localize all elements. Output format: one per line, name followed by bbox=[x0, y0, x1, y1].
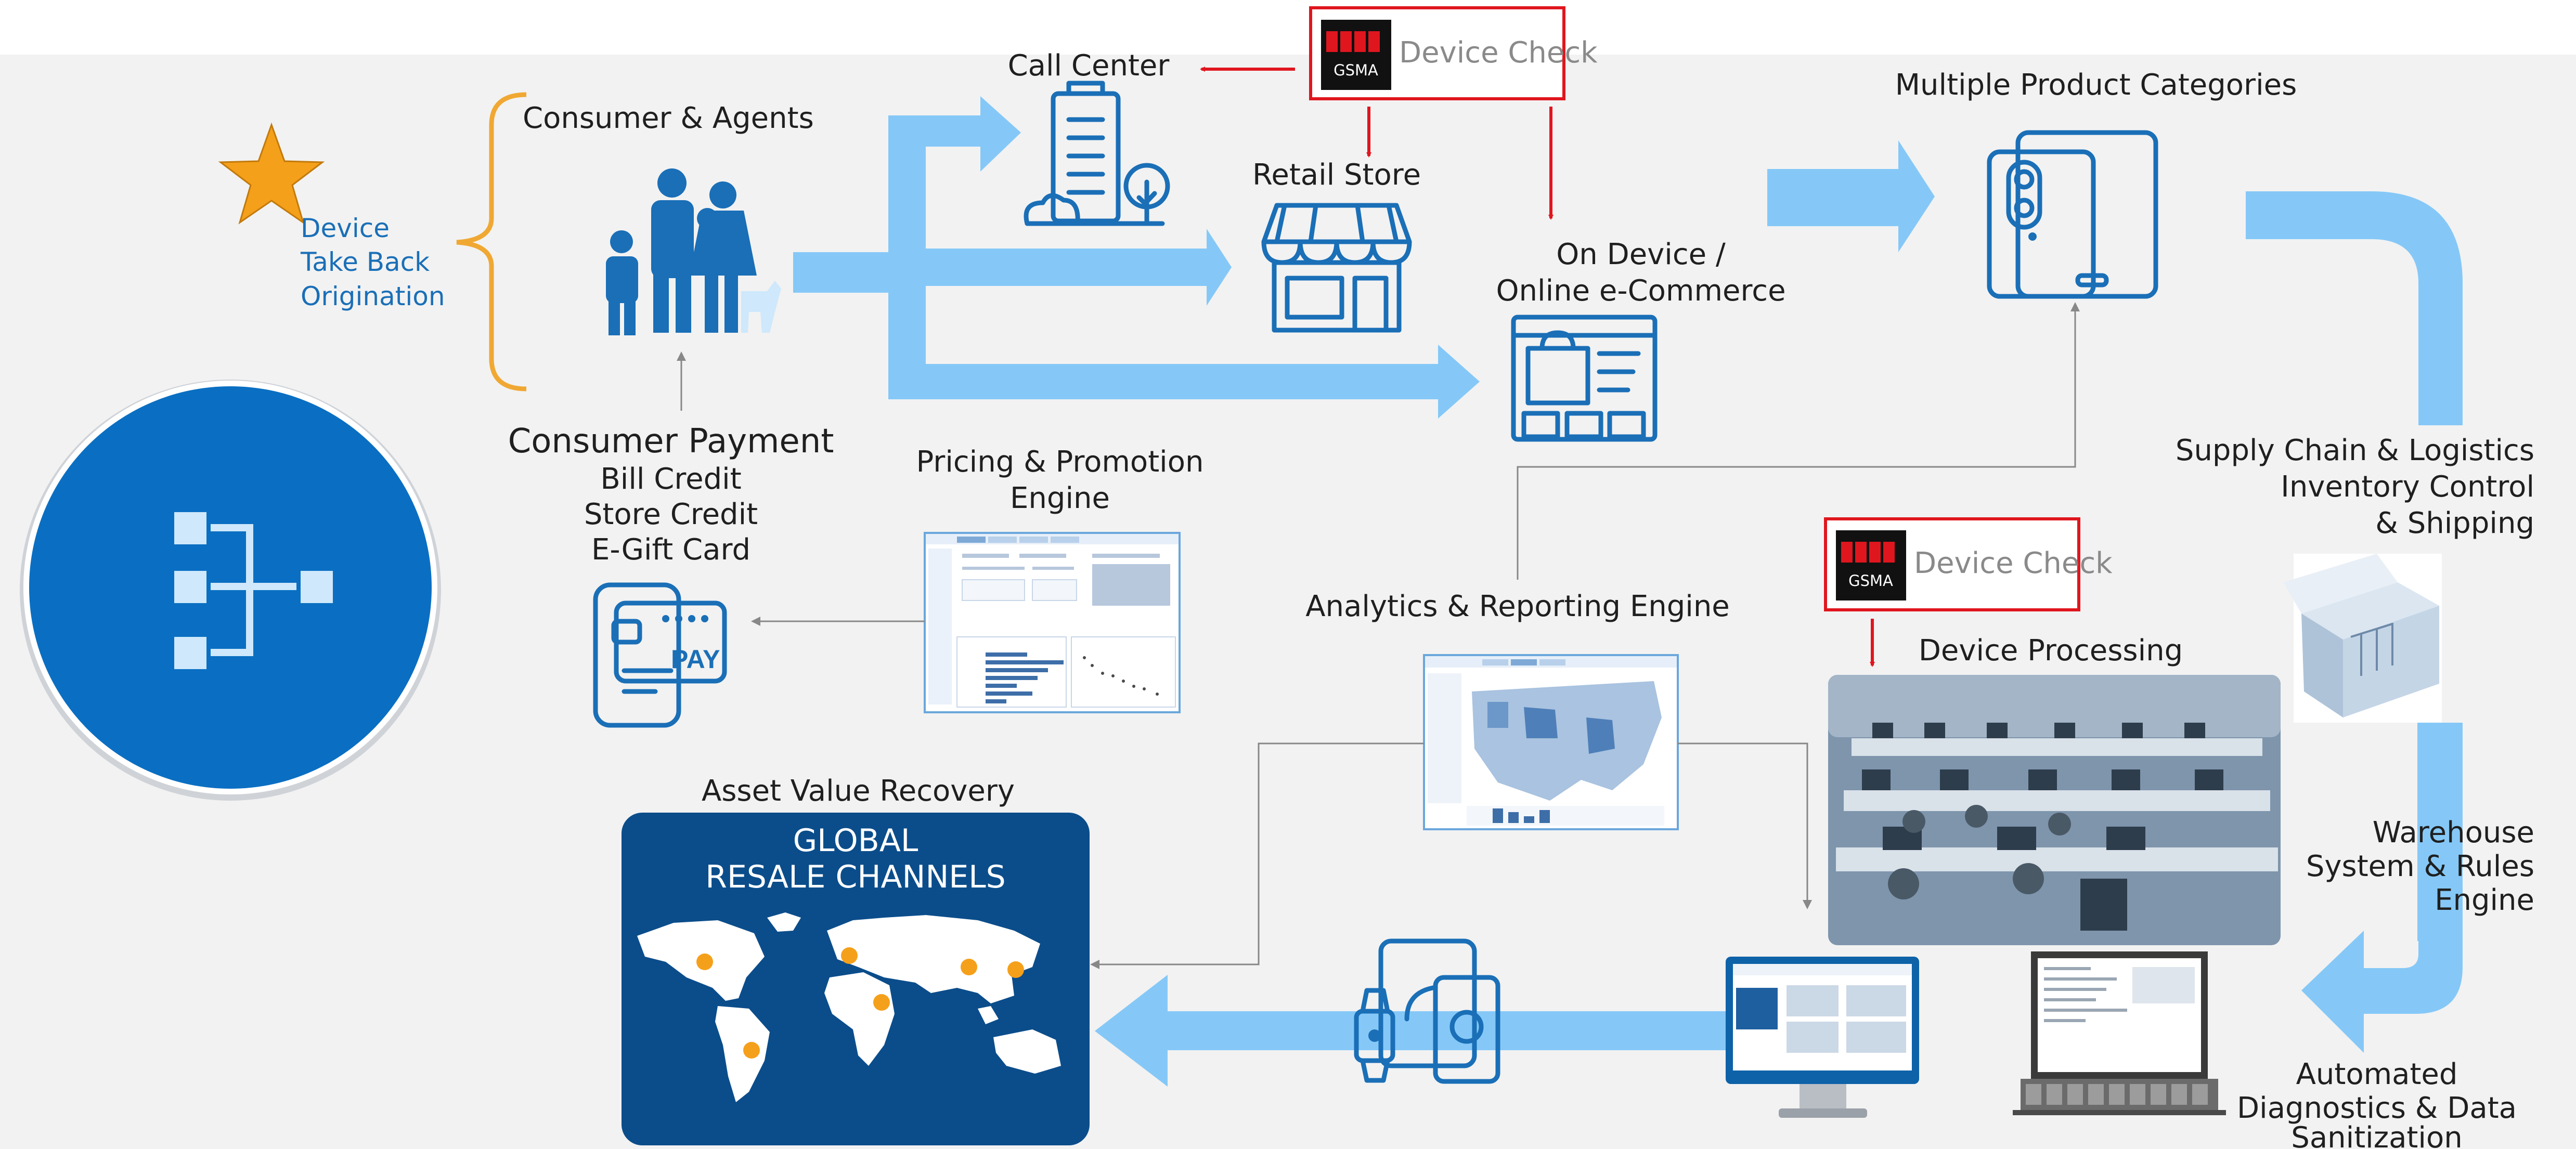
payment-line-3: E-Gift Card bbox=[591, 533, 750, 567]
origination-line-3: Origination bbox=[301, 281, 445, 311]
call-center-label: Call Center bbox=[1008, 49, 1170, 83]
resale-hub-markers bbox=[696, 947, 1024, 1059]
family-icon bbox=[606, 168, 781, 335]
asset-recovery-title: Asset Value Recovery bbox=[702, 774, 1015, 808]
brace-bracket bbox=[456, 92, 527, 391]
device-check-badge-processing: GSMA Device Check bbox=[1824, 517, 2113, 611]
star-icon bbox=[218, 122, 325, 225]
origination-line-1: Device bbox=[301, 213, 390, 243]
pricing-title-line-2: Engine bbox=[1010, 481, 1110, 515]
device-check-label-top: Device Check bbox=[1399, 36, 1598, 70]
global-resale-panel: GLOBAL RESALE CHANNELS bbox=[622, 813, 1090, 1145]
device-check-badge-top: GSMA Device Check bbox=[1309, 6, 1598, 100]
inventory-monitor-illustration bbox=[1726, 957, 1919, 1118]
diagnostics-line-3: Sanitization bbox=[2291, 1121, 2462, 1149]
shipping-box-photo bbox=[2283, 554, 2442, 723]
payment-line-1: Bill Credit bbox=[600, 462, 741, 496]
device-check-label-processing: Device Check bbox=[1914, 546, 2113, 580]
storefront-icon bbox=[1261, 203, 1412, 333]
analytics-to-processing-connector bbox=[1678, 742, 1812, 909]
hierarchy-icon bbox=[174, 512, 333, 669]
analytics-to-categories-connector bbox=[1517, 302, 2080, 580]
payment-title: Consumer Payment bbox=[508, 422, 834, 461]
pricing-title-line-1: Pricing & Promotion bbox=[916, 445, 1204, 479]
retail-store-label: Retail Store bbox=[1252, 158, 1421, 192]
flow-arrows bbox=[793, 96, 2463, 1087]
processing-facility-photo bbox=[1828, 675, 2281, 945]
supply-chain-line-3: & Shipping bbox=[2375, 506, 2534, 540]
svg-text:PAY: PAY bbox=[671, 645, 720, 674]
supply-chain-line-1: Supply Chain & Logistics bbox=[2176, 434, 2534, 467]
phones-icon bbox=[1987, 130, 2158, 299]
analytics-dashboard-thumbnail bbox=[1423, 654, 1679, 830]
online-shop-icon bbox=[1511, 315, 1658, 442]
consumer-title: Consumer & Agents bbox=[523, 101, 814, 135]
pay-card-icon: PAY bbox=[593, 582, 727, 728]
processing-title: Device Processing bbox=[1919, 634, 2183, 668]
resale-panel-line-2: RESALE CHANNELS bbox=[705, 859, 1006, 895]
analytics-title: Analytics & Reporting Engine bbox=[1305, 590, 1730, 623]
pricing-dashboard-thumbnail bbox=[924, 532, 1181, 713]
supply-chain-line-2: Inventory Control bbox=[2281, 470, 2534, 504]
analytics-to-resale-connector bbox=[1090, 742, 1424, 969]
warehouse-line-2: System & Rules bbox=[2306, 850, 2534, 883]
diagnostics-rack-illustration bbox=[2013, 951, 2226, 1115]
diagnostics-line-2: Diagnostics & Data bbox=[2237, 1091, 2517, 1125]
svg-text:GSMA: GSMA bbox=[1848, 572, 1893, 590]
origination-line-2: Take Back bbox=[300, 247, 430, 277]
resale-panel-line-1: GLOBAL bbox=[793, 822, 918, 859]
payment-line-2: Store Credit bbox=[584, 498, 758, 531]
warehouse-line-3: Engine bbox=[2435, 883, 2534, 917]
office-building-icon bbox=[1024, 81, 1170, 226]
wearables-devices-icon bbox=[1354, 938, 1500, 1084]
svg-text:GSMA: GSMA bbox=[1334, 61, 1378, 79]
diagnostics-line-1: Automated bbox=[2296, 1057, 2458, 1091]
categories-title: Multiple Product Categories bbox=[1895, 68, 2297, 102]
ecommerce-line-2: Online e-Commerce bbox=[1496, 274, 1785, 308]
gsma-logo-2 bbox=[1836, 530, 1906, 600]
warehouse-line-1: Warehouse bbox=[2373, 816, 2534, 850]
ecommerce-line-1: On Device / bbox=[1556, 238, 1726, 271]
hierarchy-circle bbox=[20, 380, 441, 801]
gsma-logo bbox=[1321, 20, 1391, 90]
